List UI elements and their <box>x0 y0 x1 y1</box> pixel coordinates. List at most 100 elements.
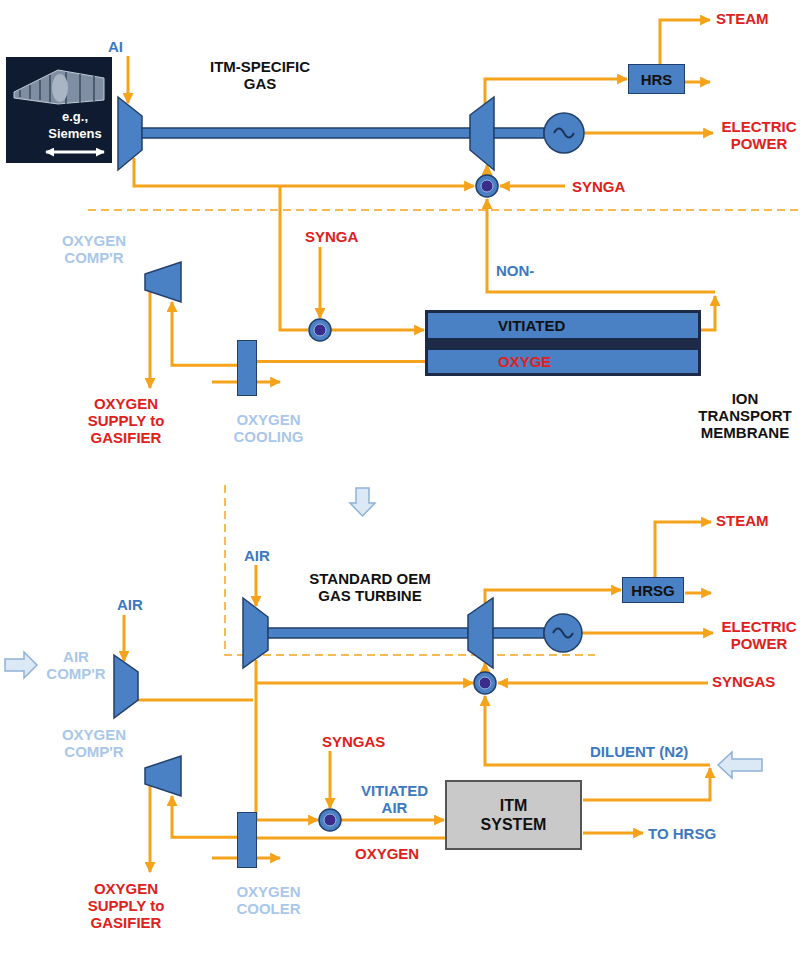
stream-label: TO HRSG <box>648 825 716 842</box>
stream-label: DILUENT (N2) <box>590 743 688 760</box>
flow-line <box>485 590 621 603</box>
oxygen-compressor: OXYGEN COMP'R <box>145 262 181 302</box>
stream-label: AI <box>108 38 123 55</box>
flow-line <box>280 186 308 330</box>
combustor-symbol <box>481 180 493 192</box>
flow-line <box>134 158 474 186</box>
flow-line <box>582 632 713 635</box>
turbine-machinery <box>470 97 494 170</box>
node-text: HRS <box>641 71 673 88</box>
flow-line <box>584 132 713 135</box>
turbine-photo <box>14 70 104 104</box>
node-heading: OXYGEN COMP'R <box>53 232 135 266</box>
turbine-machinery <box>118 97 142 170</box>
turbine-machinery <box>142 128 470 138</box>
flow-line <box>487 199 715 292</box>
combustor-symbol <box>319 809 341 831</box>
compressor-shape <box>145 756 181 796</box>
flow-line <box>583 768 710 800</box>
stream-label: SYNGAS <box>322 733 385 750</box>
flow-line <box>149 292 152 388</box>
stream-label: SYNGA <box>305 228 358 245</box>
change-arrow <box>718 752 762 778</box>
membrane-frame: ION TRANSPORT MEMBRANEVITIATEDOXYGE <box>425 310 701 376</box>
boundary-dashes <box>88 210 800 655</box>
combustor-symbol <box>474 672 496 694</box>
compressor-outline <box>145 756 181 796</box>
turbine-machinery <box>493 628 544 638</box>
combustor-symbol <box>479 677 491 689</box>
combustor-symbol <box>324 814 336 826</box>
combustor-symbol <box>476 175 498 197</box>
flow-line <box>331 329 424 332</box>
turbine-machinery <box>544 614 582 652</box>
generator-wave <box>553 129 574 638</box>
oxygen-flow-connector <box>172 796 237 837</box>
flow-line <box>685 592 711 595</box>
machine-title: ITM-SPECIFIC GAS <box>202 58 318 92</box>
generator-wave <box>554 129 574 138</box>
turbine-machinery <box>544 113 584 153</box>
oxygen-flow-connector <box>257 837 445 840</box>
flow-line <box>685 81 710 84</box>
oxygen-flow-connector <box>257 360 428 363</box>
hrs-box: HRS <box>628 64 685 94</box>
flow-line <box>486 165 489 175</box>
output-label: OXYGEN SUPPLY to GASIFIER <box>76 395 176 446</box>
flow-line <box>655 522 711 577</box>
oxygen-cooler: OXYGEN COOLER <box>237 812 257 868</box>
flow-line <box>701 296 715 330</box>
stream-label: SYNGA <box>572 178 625 195</box>
stream-label: VITIATED AIR <box>352 782 437 816</box>
hrsg-box: HRSG <box>622 577 684 603</box>
turbine-photo <box>46 151 104 154</box>
turbine-machinery <box>268 628 468 638</box>
stream-label: AIR <box>117 596 143 613</box>
flow-line <box>485 696 710 765</box>
oxygen-cooler: OXYGEN COOLING <box>237 340 257 396</box>
oxygen-compressor: OXYGEN COMP'R <box>145 756 181 796</box>
node-heading: OXYGEN COMP'R <box>53 726 135 760</box>
node-text: ITM SYSTEM <box>474 796 554 834</box>
flow-line <box>319 247 322 318</box>
compressor-outline <box>145 262 181 302</box>
stream-label: SYNGAS <box>712 673 775 690</box>
node-text: HRSG <box>631 582 674 599</box>
combustor-symbol <box>314 324 326 336</box>
flow-line <box>256 682 473 685</box>
node-heading: OXYGEN COOLER <box>226 883 311 917</box>
flow-line <box>138 699 253 702</box>
turbine-machinery <box>243 598 268 668</box>
flow-line <box>123 615 126 661</box>
output-label: OXYGEN SUPPLY to GASIFIER <box>76 880 176 931</box>
flow-line <box>255 565 258 606</box>
combustor-symbol <box>309 319 331 341</box>
compressor-shape <box>145 262 181 302</box>
turbine-photo <box>52 74 68 102</box>
flow-line <box>329 751 332 808</box>
turbine-machinery <box>114 655 138 718</box>
combustor-symbol <box>309 175 498 831</box>
equipment-label: AIR COMP'R <box>42 648 110 682</box>
change-arrow <box>5 652 37 678</box>
turbine-machinery <box>494 128 544 138</box>
node-heading: OXYGEN COOLING <box>226 411 311 445</box>
turbine-photo <box>6 57 112 163</box>
oxygen-side: OXYGE <box>428 350 698 373</box>
flow-line <box>583 832 643 835</box>
stream-label: AIR <box>244 547 270 564</box>
node-heading: ION TRANSPORT MEMBRANE <box>695 390 795 441</box>
output-label: ELECTRIC POWER <box>720 618 798 652</box>
output-label: ELECTRIC POWER <box>720 118 798 152</box>
node-text: OXYGE <box>498 353 551 370</box>
boundary-dashes <box>225 485 595 655</box>
node-text: VITIATED <box>498 317 565 334</box>
flow-line <box>484 663 487 671</box>
flow-line <box>341 819 444 822</box>
flow-line <box>485 79 627 104</box>
flow-line <box>500 185 565 188</box>
turbine-machinery <box>468 598 493 668</box>
stream-label: OXYGEN <box>355 845 419 862</box>
photo-caption: e.g., Siemens <box>40 108 110 142</box>
oxygen-flow-connector <box>172 302 237 365</box>
